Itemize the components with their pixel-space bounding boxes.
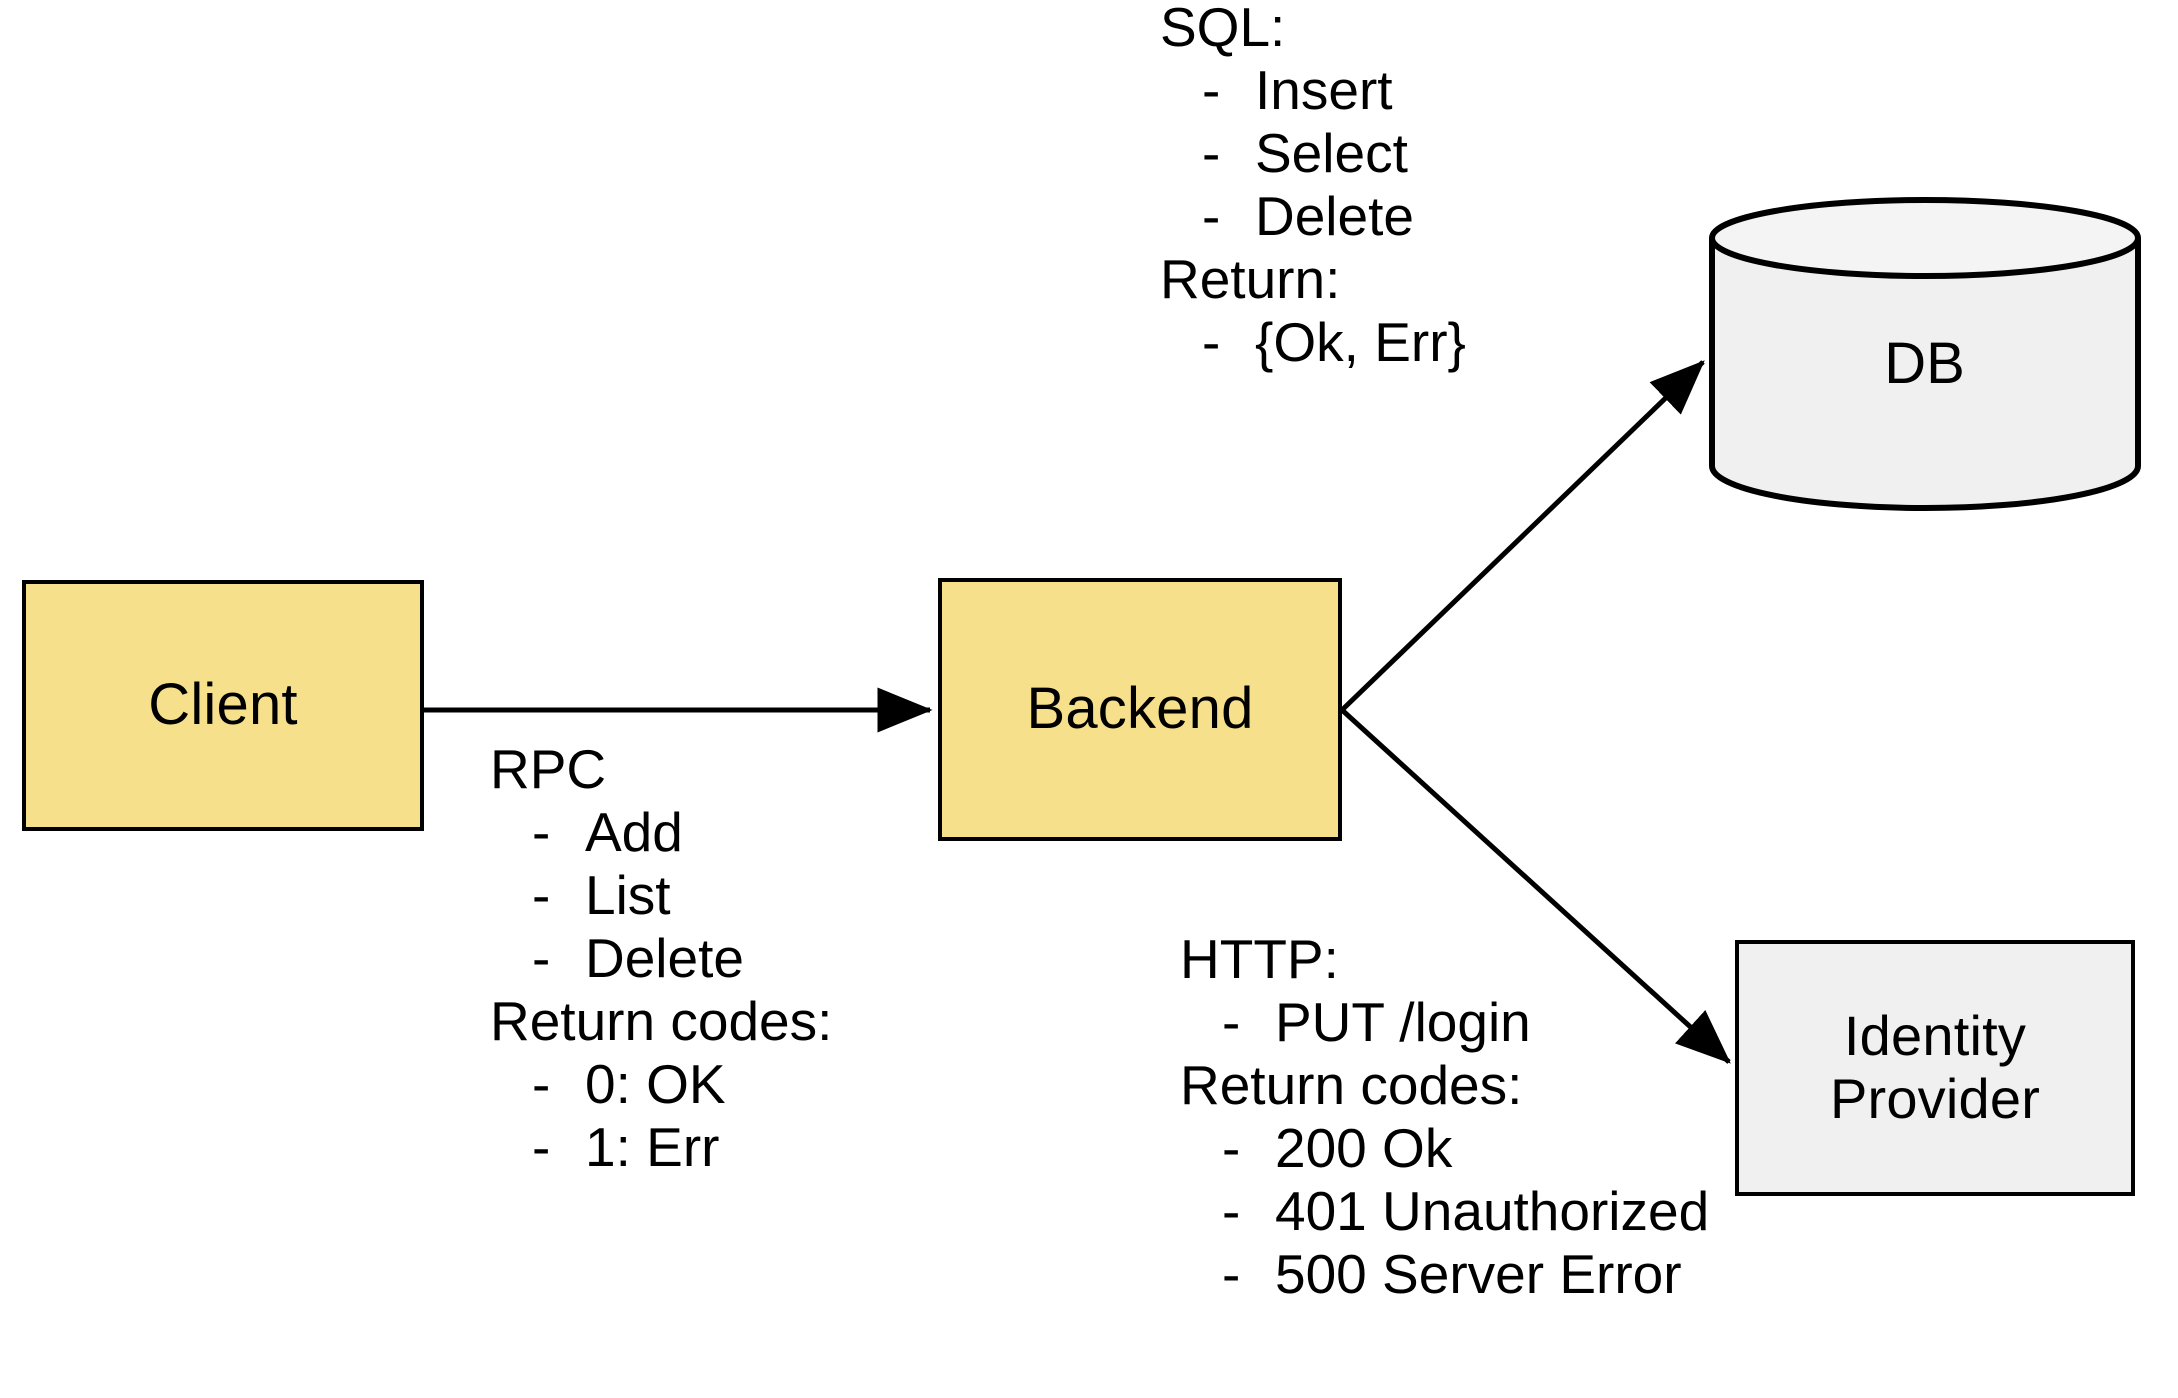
- annotation-http-heading: HTTP:: [1180, 928, 1339, 990]
- database-cylinder-icon: [1709, 197, 2141, 511]
- bullet-dash: -: [1202, 59, 1221, 121]
- annotation-sql-heading: SQL:: [1160, 0, 1286, 58]
- annotation-http: HTTP: -PUT /login Return codes: -200 Ok …: [1180, 932, 1709, 1310]
- list-item-label: Select: [1255, 122, 1408, 184]
- node-backend[interactable]: Backend: [938, 578, 1342, 841]
- bullet-dash: -: [1202, 122, 1221, 184]
- list-item: -{Ok, Err}: [1160, 315, 1466, 370]
- bullet-dash: -: [1202, 311, 1221, 373]
- annotation-rpc: RPC -Add -List -Delete Return codes: -0:…: [490, 742, 832, 1183]
- list-item: -Delete: [490, 931, 832, 986]
- bullet-dash: -: [1222, 991, 1241, 1053]
- list-item-label: 401 Unauthorized: [1275, 1180, 1710, 1242]
- node-db[interactable]: DB: [1706, 196, 2143, 511]
- node-identity-provider-label: Identity Provider: [1829, 1004, 2041, 1130]
- annotation-http-returns-list: -200 Ok -401 Unauthorized -500 Server Er…: [1180, 1121, 1709, 1302]
- annotation-sql: SQL: -Insert -Select -Delete Return: -{O…: [1160, 0, 1466, 378]
- list-item-label: 1: Err: [585, 1116, 720, 1178]
- bullet-dash: -: [1222, 1180, 1241, 1242]
- bullet-dash: -: [532, 864, 551, 926]
- list-item: -Add: [490, 805, 832, 860]
- bullet-dash: -: [1222, 1243, 1241, 1305]
- list-item: -List: [490, 868, 832, 923]
- bullet-dash: -: [1222, 1117, 1241, 1179]
- node-identity-provider[interactable]: Identity Provider: [1735, 940, 2135, 1196]
- bullet-dash: -: [532, 801, 551, 863]
- list-item-label: 500 Server Error: [1275, 1243, 1682, 1305]
- node-client[interactable]: Client: [22, 580, 424, 831]
- bullet-dash: -: [532, 1053, 551, 1115]
- list-item: -PUT /login: [1180, 995, 1709, 1050]
- node-backend-label: Backend: [1026, 676, 1254, 742]
- list-item-label: Insert: [1255, 59, 1393, 121]
- list-item: -Insert: [1160, 63, 1466, 118]
- annotation-http-returns-heading: Return codes:: [1180, 1054, 1523, 1116]
- list-item: -Select: [1160, 126, 1466, 181]
- annotation-sql-method-list: -Insert -Select -Delete: [1160, 63, 1466, 244]
- list-item: -401 Unauthorized: [1180, 1184, 1709, 1239]
- annotation-rpc-heading: RPC: [490, 738, 607, 800]
- list-item: -1: Err: [490, 1120, 832, 1175]
- node-client-label: Client: [148, 672, 298, 738]
- list-item: -500 Server Error: [1180, 1247, 1709, 1302]
- list-item-label: List: [585, 864, 671, 926]
- annotation-sql-returns-heading: Return:: [1160, 248, 1341, 310]
- list-item-label: 0: OK: [585, 1053, 726, 1115]
- edge-backend-to-db: [1340, 360, 1705, 712]
- list-item-label: Delete: [585, 927, 744, 989]
- bullet-dash: -: [1202, 185, 1221, 247]
- list-item-label: Add: [585, 801, 683, 863]
- list-item-label: Delete: [1255, 185, 1414, 247]
- list-item-label: PUT /login: [1275, 991, 1531, 1053]
- annotation-rpc-returns-heading: Return codes:: [490, 990, 833, 1052]
- list-item-label: {Ok, Err}: [1255, 311, 1466, 373]
- annotation-rpc-method-list: -Add -List -Delete: [490, 805, 832, 986]
- list-item-label: 200 Ok: [1275, 1117, 1453, 1179]
- list-item: -Delete: [1160, 189, 1466, 244]
- annotation-sql-returns-list: -{Ok, Err}: [1160, 315, 1466, 370]
- bullet-dash: -: [532, 927, 551, 989]
- annotation-http-method-list: -PUT /login: [1180, 995, 1709, 1050]
- list-item: -200 Ok: [1180, 1121, 1709, 1176]
- list-item: -0: OK: [490, 1057, 832, 1112]
- bullet-dash: -: [532, 1116, 551, 1178]
- annotation-rpc-returns-list: -0: OK -1: Err: [490, 1057, 832, 1175]
